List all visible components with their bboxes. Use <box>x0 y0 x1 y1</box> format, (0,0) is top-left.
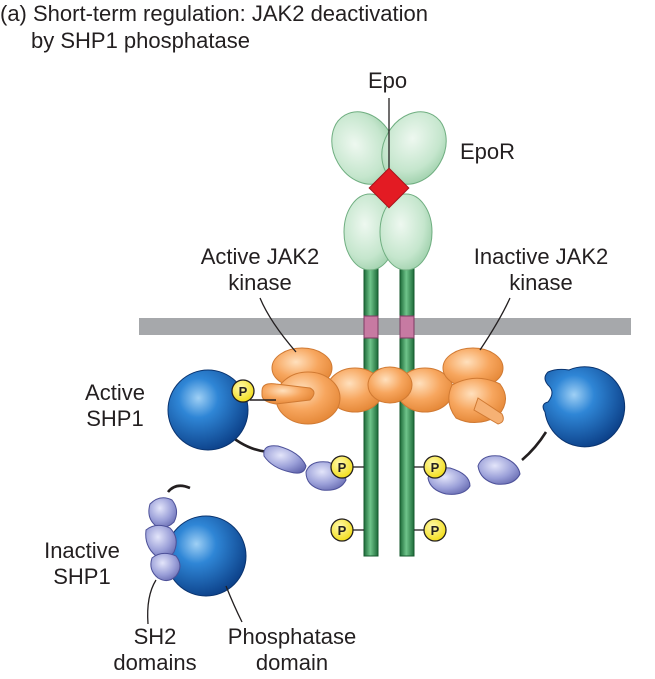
label-active-jak2-line2: kinase <box>228 270 292 295</box>
inactive-shp1-free-sh2-domains <box>145 497 181 582</box>
label-active-jak2: Active JAK2 kinase <box>180 244 340 296</box>
figure-title: (a) Short-term regulation: JAK2 deactiva… <box>0 0 428 54</box>
label-inactive-shp1-line2: SHP1 <box>53 564 111 589</box>
inactive-jak2-kinase <box>442 347 506 425</box>
phospho-left-chain-upper: P <box>330 455 364 479</box>
label-active-shp1: Active SHP1 <box>60 380 170 432</box>
phospho-right-chain-upper: P <box>414 455 447 479</box>
epor-extracellular-domains <box>331 111 447 271</box>
phospho-label: P <box>338 460 347 475</box>
label-sh2-line1: SH2 <box>133 624 177 649</box>
inactive-shp1-free <box>145 497 247 597</box>
figure-title-line1: (a) Short-term regulation: JAK2 deactiva… <box>0 1 428 26</box>
label-phosphatase-line1: Phosphatase <box>227 624 357 649</box>
label-inactive-shp1: Inactive SHP1 <box>26 538 138 590</box>
label-sh2-line2: domains <box>113 650 197 675</box>
label-phosphatase-domain: Phosphatase domain <box>212 624 372 676</box>
active-jak2-kinase <box>261 347 341 425</box>
label-active-shp1-line1: Active <box>85 380 145 405</box>
phospho-label: P <box>338 523 347 538</box>
label-epo: Epo <box>368 68 408 93</box>
figure-title-line2: by SHP1 phosphatase <box>31 28 250 53</box>
phospho-left-chain-lower: P <box>330 518 364 542</box>
phospho-label: P <box>431 460 440 475</box>
label-sh2-domains: SH2 domains <box>110 624 200 676</box>
phospho-label: P <box>239 384 248 399</box>
label-inactive-jak2-line1: Inactive JAK2 <box>473 244 609 269</box>
label-epor: EpoR <box>460 139 516 164</box>
membrane <box>139 318 631 335</box>
jak2-bridge <box>326 366 454 413</box>
label-inactive-jak2-line2: kinase <box>509 270 573 295</box>
phospho-active-jak2: P <box>231 379 255 403</box>
label-leaders <box>147 297 511 625</box>
phospho-label: P <box>431 523 440 538</box>
label-phosphatase-line2: domain <box>255 650 329 675</box>
label-inactive-shp1-line1: Inactive <box>44 538 120 563</box>
phospho-right-chain-lower: P <box>414 518 447 542</box>
epo-ligand <box>368 167 410 209</box>
label-inactive-jak2: Inactive JAK2 kinase <box>446 244 636 296</box>
label-active-jak2-line1: Active JAK2 <box>200 244 320 269</box>
label-active-shp1-line2: SHP1 <box>86 406 144 431</box>
